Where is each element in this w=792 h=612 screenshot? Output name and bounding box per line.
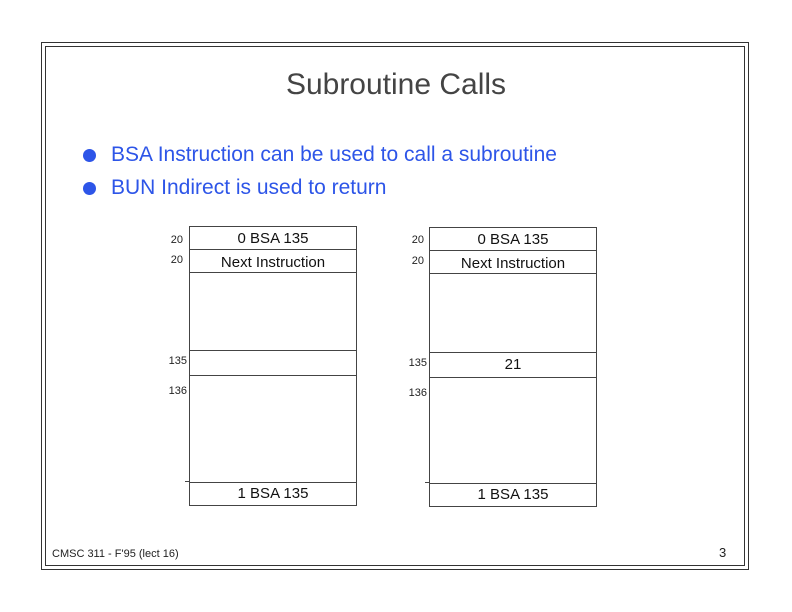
memory-cell-text: 1 BSA 135 [237,485,309,502]
address-label: 20 [411,255,424,267]
memory-cell [430,483,596,508]
footer-course-label: CMSC 311 - F'95 (lect 16) [52,548,179,560]
tick-mark [185,481,189,482]
memory-cell-text: 21 [504,356,522,373]
slide-frame-inner [45,46,745,566]
bullet-dot-icon [83,148,96,162]
memory-cell [190,482,356,507]
tick-mark [425,482,429,483]
memory-cell-text: Next Instruction [220,254,326,271]
memory-cell [190,227,356,250]
memory-cell [430,352,596,378]
address-label: 20 [411,234,424,246]
address-label: 135 [408,357,427,369]
memory-block: 0 BSA 135 Next Instruction 1 BSA 135 [189,226,357,506]
slide-title: Subroutine Calls [285,68,507,101]
memory-cell-text: Next Instruction [460,255,566,272]
bullet-item: BSA Instruction can be used to call a su… [83,143,557,167]
slide-frame [41,42,749,570]
memory-cell [190,350,356,376]
address-label: 135 [168,355,187,367]
memory-block: 0 BSA 135 Next Instruction 21 1 BSA 135 [429,227,597,507]
address-label: 136 [408,387,427,399]
memory-cell [430,228,596,251]
bullet-text: BUN Indirect is used to return [111,176,387,199]
address-label: 136 [168,385,187,397]
memory-cell [190,250,356,273]
bullet-dot-icon [83,181,96,195]
memory-cell-text: 1 BSA 135 [477,486,549,503]
memory-cell-text: 0 BSA 135 [237,230,309,247]
bullet-text: BSA Instruction can be used to call a su… [111,143,557,166]
page-number: 3 [719,545,727,560]
memory-cell-text: 0 BSA 135 [477,231,549,248]
address-label: 20 [170,234,183,246]
memory-cell [430,251,596,274]
address-label: 20 [170,254,183,266]
bullet-item: BUN Indirect is used to return [83,176,386,200]
